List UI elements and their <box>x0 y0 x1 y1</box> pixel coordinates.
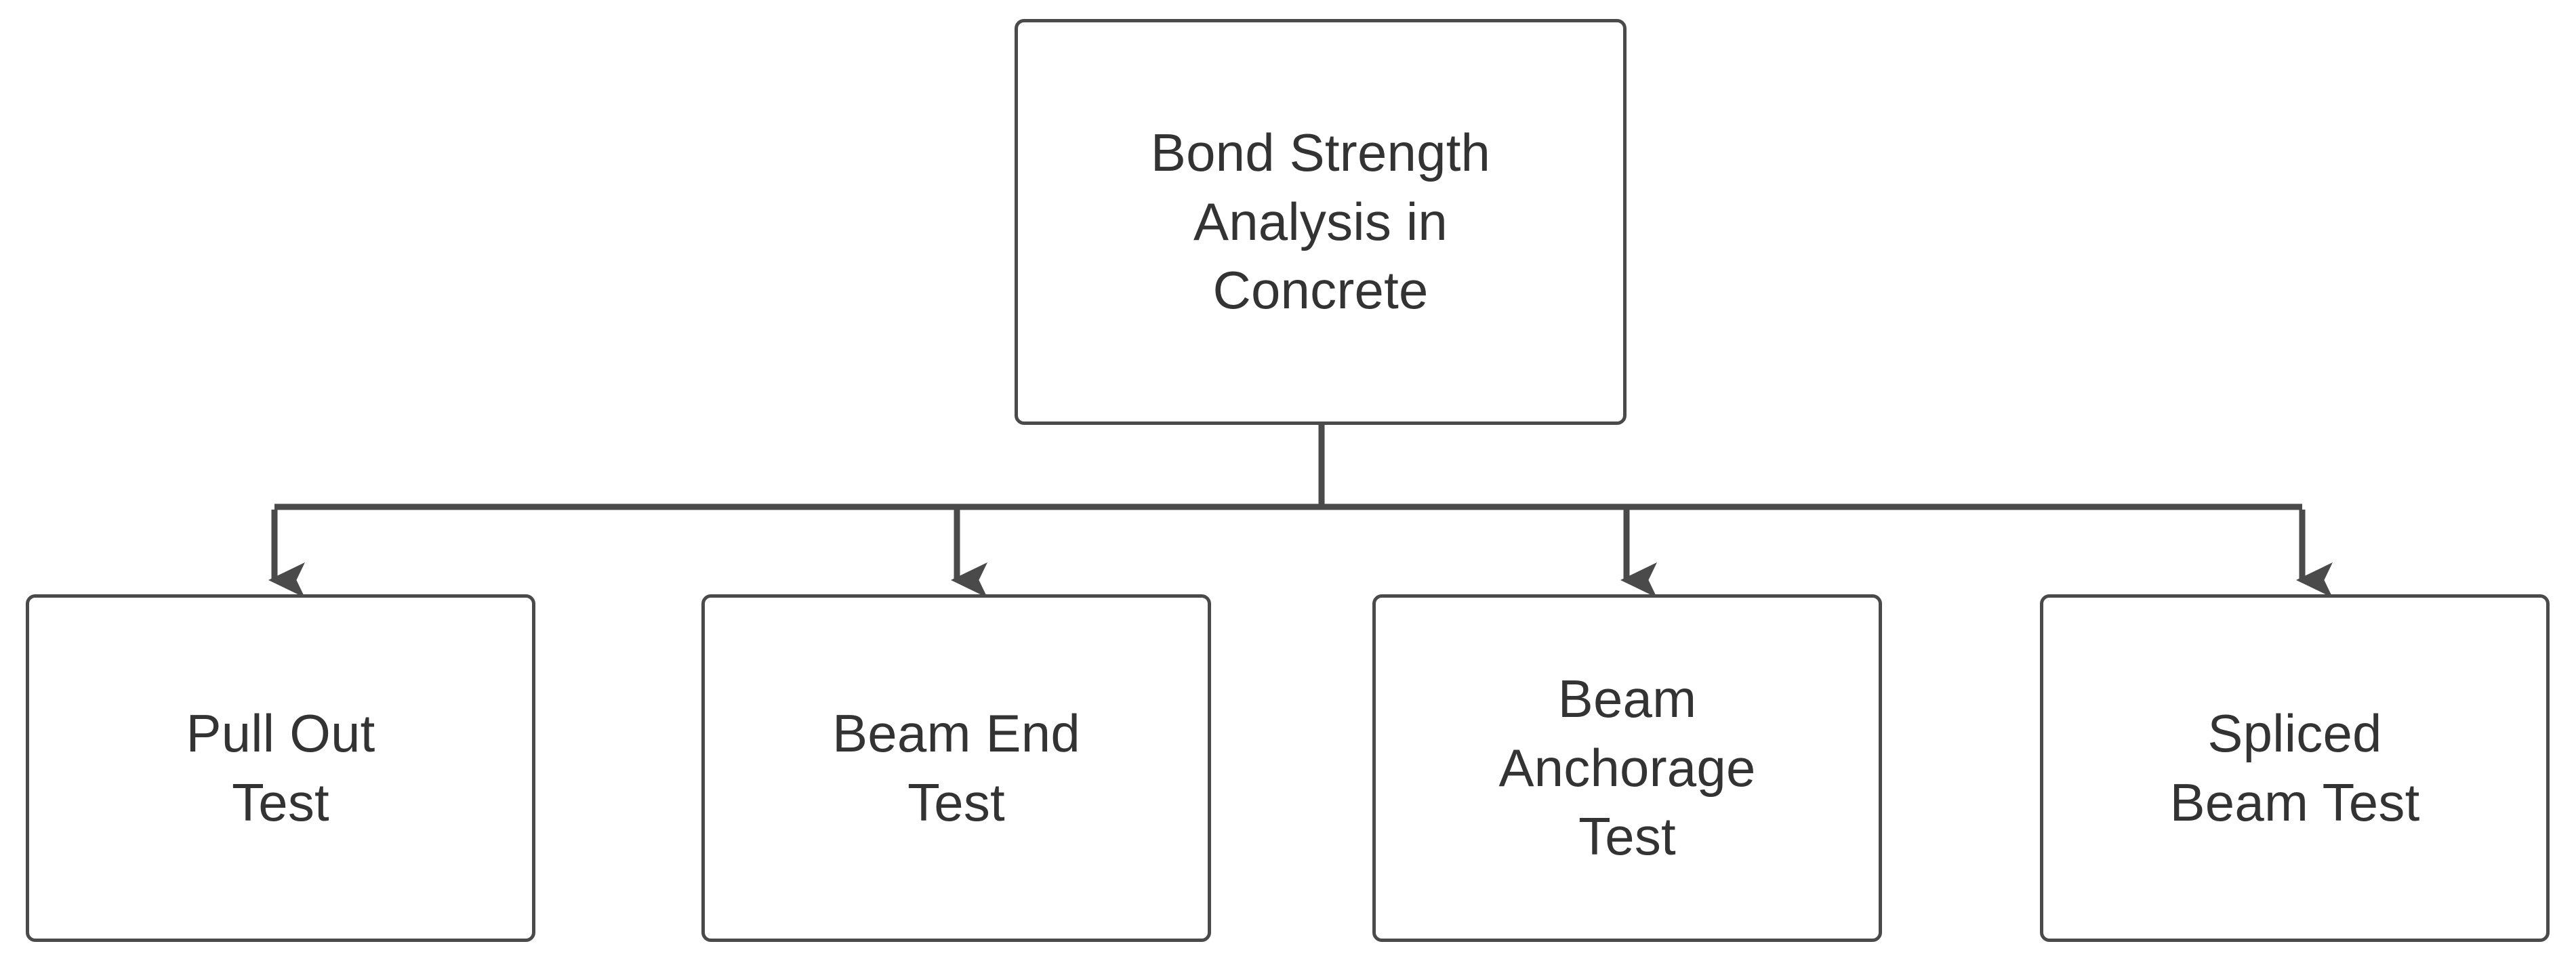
node-spliced-beam-test[interactable]: Spliced Beam Test <box>2040 594 2550 942</box>
node-beam-end-test[interactable]: Beam End Test <box>701 594 1211 942</box>
node-beam-anchorage-test[interactable]: Beam Anchorage Test <box>1372 594 1882 942</box>
node-bond-strength-analysis-in-concrete[interactable]: Bond Strength Analysis in Concrete <box>1015 19 1627 425</box>
node-pull-out-test[interactable]: Pull Out Test <box>26 594 535 942</box>
